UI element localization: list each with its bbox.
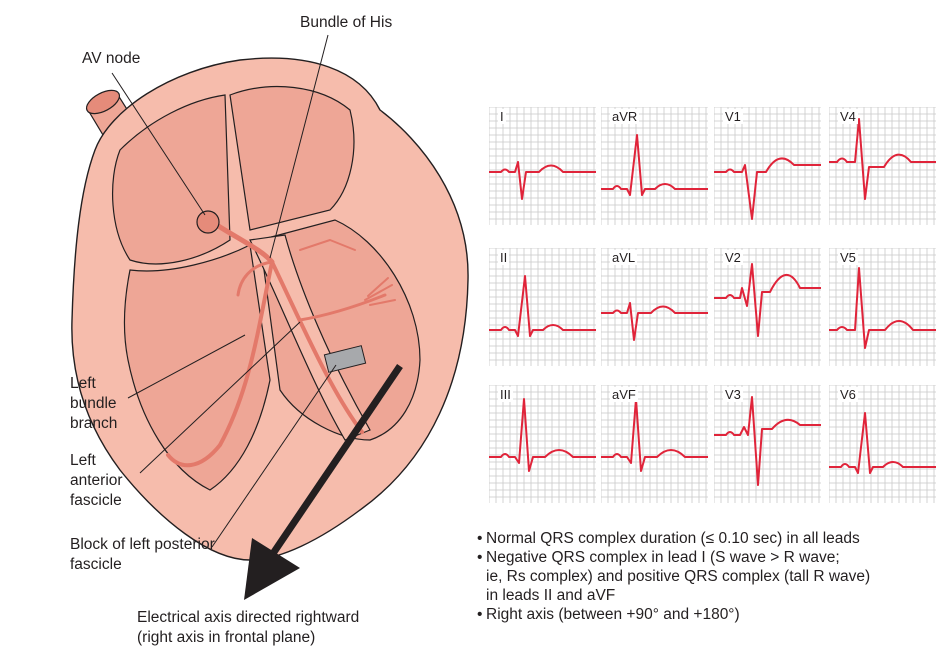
ecg-waveform (714, 263, 821, 337)
ecg-lead-label: V1 (723, 109, 743, 124)
ecg-gridlines (713, 247, 821, 366)
ecg-waveform (829, 412, 936, 474)
label-axis-line1: Electrical axis directed rightward (137, 609, 360, 626)
left-ventricle (259, 219, 421, 441)
ecg-gridlines (600, 247, 708, 366)
ecg-lead-v6: V6 (828, 384, 941, 503)
label-bundle-of-his: Bundle of His (300, 14, 393, 31)
ecg-lead-label: aVR (610, 109, 640, 124)
ecg-waveform (489, 275, 596, 337)
ecg-lead-label: III (498, 387, 513, 402)
ecg-gridlines (600, 106, 708, 225)
ecg-gridlines (828, 247, 936, 366)
ecg-trace-panel (600, 384, 708, 503)
ecg-trace-panel (713, 384, 821, 503)
ecg-waveform (601, 134, 708, 196)
ecg-lead-v5: V5 (828, 247, 941, 366)
finding-item: •Negative QRS complex in lead I (S wave … (477, 549, 871, 604)
ecg-waveform (489, 398, 596, 472)
label-left-bundle-branch: Left bundle branch (70, 375, 118, 432)
ecg-trace-panel (828, 384, 936, 503)
label-block-left-posterior-fascicle: Block of left posterior fascicle (70, 536, 215, 573)
av-node (196, 210, 220, 234)
ecg-lead-v2: V2 (713, 247, 826, 366)
ecg-lead-label: V6 (838, 387, 858, 402)
ecg-lead-v1: V1 (713, 106, 826, 225)
ecg-lead-ii: II (488, 247, 601, 366)
label-left-anterior-fascicle: Left anterior fascicle (70, 452, 123, 509)
ecg-lead-label: V2 (723, 250, 743, 265)
ecg-waveform (829, 118, 936, 200)
leader-lines (111, 34, 337, 548)
ecg-lead-avf: aVF (600, 384, 713, 503)
ecg-waveform (829, 267, 936, 349)
ecg-gridlines (488, 384, 596, 503)
ecg-waveform (489, 161, 596, 200)
ecg-trace-panel (713, 106, 821, 225)
heart-diagram (71, 34, 469, 600)
ecg-lead-iii: III (488, 384, 601, 503)
ecg-lead-avl: aVL (600, 247, 713, 366)
finding-text: Right axis (between +90° and +180°) (486, 606, 740, 623)
ecg-gridlines (713, 384, 821, 503)
ecg-trace-panel (600, 106, 708, 225)
ecg-trace-panel (488, 384, 596, 503)
ecg-trace-panel (488, 106, 596, 225)
ecg-lead-i: I (488, 106, 601, 225)
label-axis-line2: (right axis in frontal plane) (137, 629, 316, 646)
ecg-trace-panel (828, 247, 936, 366)
label-av-node: AV node (82, 50, 141, 67)
ecg-gridlines (488, 106, 596, 225)
finding-text: in leads II and aVF (486, 587, 616, 604)
ecg-lead-label: aVL (610, 250, 638, 265)
ecg-lead-label: V4 (838, 109, 858, 124)
ecg-lead-label: I (498, 109, 506, 124)
conduction-system (166, 219, 396, 468)
finding-text: Negative QRS complex in lead I (S wave >… (486, 549, 840, 566)
ecg-trace-panel (828, 106, 936, 225)
ecg-lead-label: aVF (610, 387, 638, 402)
electrical-axis-arrow (244, 364, 403, 600)
ecg-lead-v3: V3 (713, 384, 826, 503)
ecg-trace-panel (600, 247, 708, 366)
finding-item: •Normal QRS complex duration (≤ 0.10 sec… (477, 530, 860, 547)
ecg-waveform (714, 157, 821, 220)
left-atrium (229, 86, 355, 231)
right-ventricle (123, 244, 271, 491)
ecg-lead-label: V5 (838, 250, 858, 265)
ecg-gridlines (488, 247, 596, 366)
posterior-fascicle-block (323, 345, 367, 373)
finding-text: Normal QRS complex duration (≤ 0.10 sec)… (486, 530, 860, 547)
ecg-lead-avr: aVR (600, 106, 713, 225)
finding-text: ie, Rs complex) and positive QRS complex… (486, 568, 871, 585)
ecg-lead-v4: V4 (828, 106, 941, 225)
ecg-trace-panel (488, 247, 596, 366)
ecg-trace-panel (713, 247, 821, 366)
ecg-waveform (714, 396, 821, 486)
ecg-waveform (601, 302, 708, 341)
finding-item: •Right axis (between +90° and +180°) (477, 606, 740, 623)
ecg-gridlines (828, 384, 936, 503)
ecg-lead-label: V3 (723, 387, 743, 402)
ecg-gridlines (600, 384, 708, 503)
ecg-gridlines (713, 106, 821, 225)
ecg-lead-label: II (498, 250, 510, 265)
findings-list: •Normal QRS complex duration (≤ 0.10 sec… (477, 529, 937, 624)
